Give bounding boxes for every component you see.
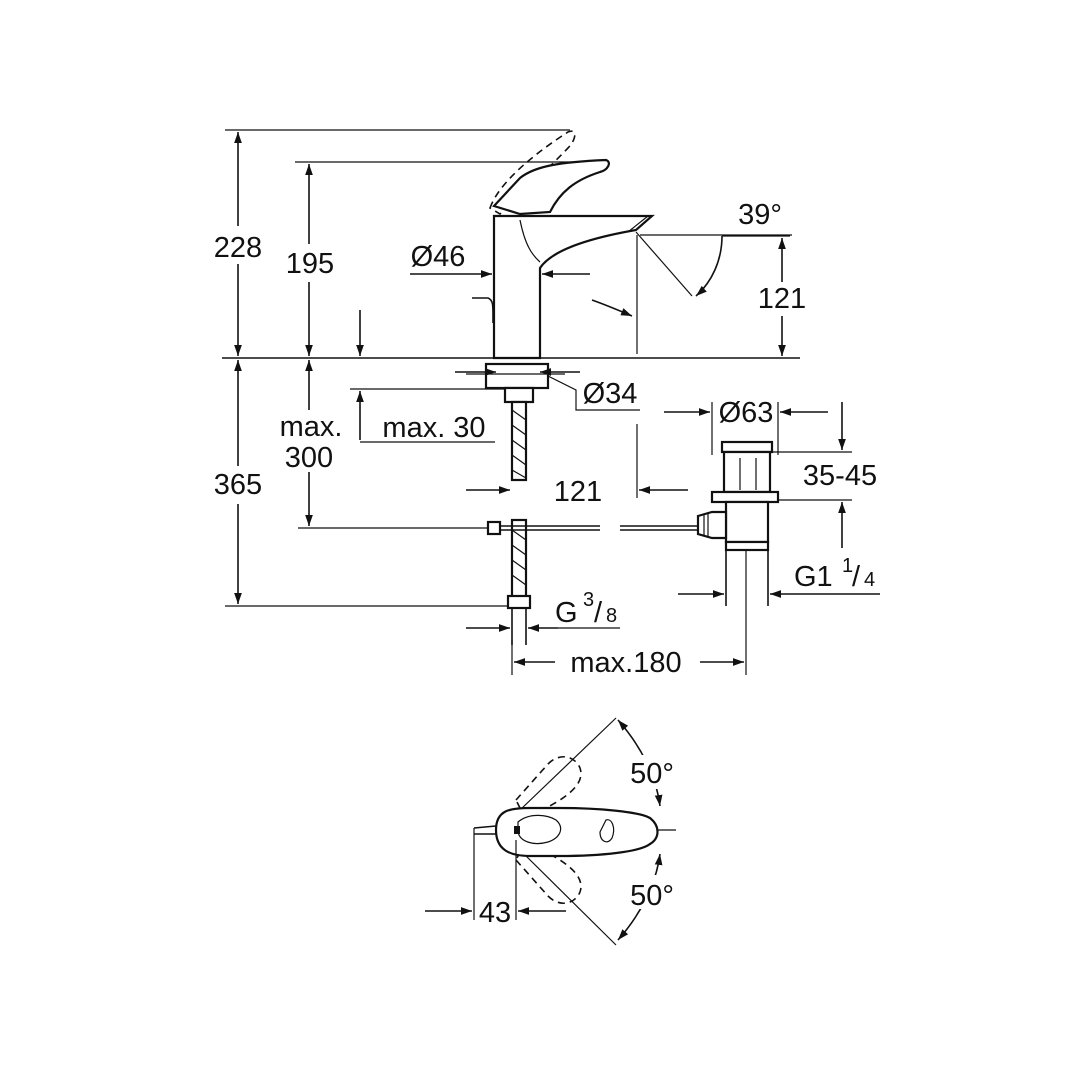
rotation-line-top [519, 717, 617, 811]
drain-plug-cap [720, 440, 774, 454]
threaded-shank [503, 386, 535, 404]
drain-flange [710, 490, 780, 504]
lever-rotated-bottom [515, 838, 582, 904]
dim-d46-label: Ø46 [411, 241, 466, 273]
elevation-view: 228 195 [205, 129, 880, 679]
waste-drain [696, 440, 780, 675]
drain-outlet [724, 540, 770, 552]
svg-text:/: / [594, 597, 603, 629]
dim-g38-num: 3 [583, 589, 594, 611]
dim-121-height-label: 121 [758, 283, 806, 315]
dim-max300-label-top: max. [280, 411, 343, 443]
drain-body-upper [722, 450, 772, 494]
angle-50-bottom-label: 50° [630, 880, 674, 912]
dim-g38-main: G [555, 597, 578, 629]
lever-handle-stub [473, 825, 497, 835]
supply-connector [506, 594, 532, 610]
dim-d63-label: Ø63 [719, 397, 774, 429]
dim-365-label: 365 [214, 469, 262, 501]
plan-view: 50° 50° 43 [425, 717, 686, 946]
dim-d34-label: Ø34 [583, 378, 638, 410]
dim-g38-den: 8 [606, 605, 617, 627]
dim-35-45-label: 35-45 [803, 460, 877, 492]
angle-39-arc [695, 235, 723, 297]
rotation-line-bottom [519, 849, 617, 946]
mounting-nut [484, 362, 550, 390]
angle-39-label: 39° [738, 199, 782, 231]
lever-rotated-top [515, 756, 582, 822]
dim-max30-label: max. 30 [382, 412, 485, 444]
lever [492, 158, 610, 216]
drain-side-port [696, 510, 728, 540]
spout-tip [627, 215, 649, 233]
dim-d34-leader [547, 375, 640, 411]
dim-g114-num: 1 [842, 555, 853, 577]
popup-rod [472, 297, 494, 323]
spout-curve [519, 219, 541, 263]
dim-g114-main: G1 [794, 561, 833, 593]
dim-max300-label-bottom: 300 [285, 442, 333, 474]
dim-228-label: 228 [214, 232, 262, 264]
faucet-body [466, 130, 700, 645]
dim-195-label: 195 [286, 248, 334, 280]
lever-plan [494, 806, 659, 858]
svg-text:/: / [852, 561, 861, 593]
angle-50-top-label: 50° [630, 758, 674, 790]
dim-g114-den: 4 [864, 569, 875, 591]
dim-121-reach-label: 121 [554, 476, 602, 508]
angle-spout-line [635, 231, 693, 297]
supply-hose-hot [510, 400, 528, 482]
body-main [492, 214, 655, 360]
drain-body-lower [724, 500, 770, 544]
dim-43-label: 43 [479, 897, 511, 929]
dim-max180-label: max.180 [570, 647, 681, 679]
